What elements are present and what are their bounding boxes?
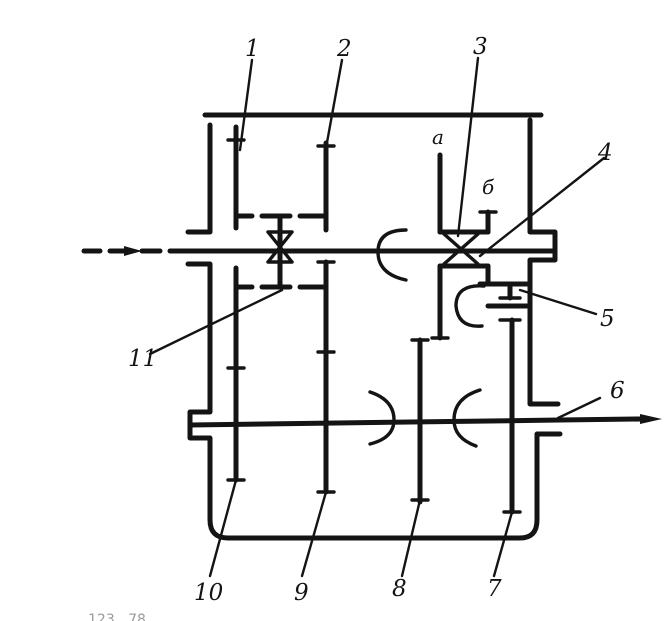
label-b: б <box>482 175 495 199</box>
label-3: 3 <box>473 34 488 60</box>
label-8: 8 <box>392 576 407 602</box>
gear-pair-5 <box>477 281 533 322</box>
leader-lines <box>148 56 606 578</box>
shift-clutch-3 <box>430 152 498 341</box>
rotation-arc-icon <box>376 228 408 282</box>
rotation-arc-icon <box>454 284 486 328</box>
label-6: 6 <box>610 378 625 404</box>
housing-right-wall <box>527 117 561 407</box>
input-arrow-icon <box>124 246 142 256</box>
rotation-arcs <box>368 228 486 448</box>
label-2: 2 <box>336 36 352 62</box>
clutch-11 <box>233 213 329 290</box>
label-4: 4 <box>597 140 613 166</box>
label-11: 11 <box>128 346 157 372</box>
gear-7 <box>502 317 522 515</box>
rotation-arc-icon <box>452 388 482 448</box>
label-9: 9 <box>294 580 309 606</box>
label-1: 1 <box>245 36 260 62</box>
label-10: 10 <box>194 580 223 606</box>
housing-left-upper-wall <box>185 122 213 235</box>
rotation-arc-icon <box>368 390 396 446</box>
labels: 1 2 3 4 5 6 7 8 9 10 11 а б <box>128 34 625 606</box>
gear-2 <box>316 140 336 495</box>
output-shaft <box>187 414 662 428</box>
label-7: 7 <box>487 576 502 602</box>
housing <box>185 112 563 541</box>
label-5: 5 <box>600 306 615 332</box>
label-a: а <box>432 125 444 149</box>
input-shaft <box>81 246 556 256</box>
figure-caption: 123 . 78 <box>88 612 146 621</box>
gear-1 <box>226 124 246 483</box>
housing-left-lower-wall <box>185 261 563 541</box>
output-arrow-icon <box>640 414 662 424</box>
